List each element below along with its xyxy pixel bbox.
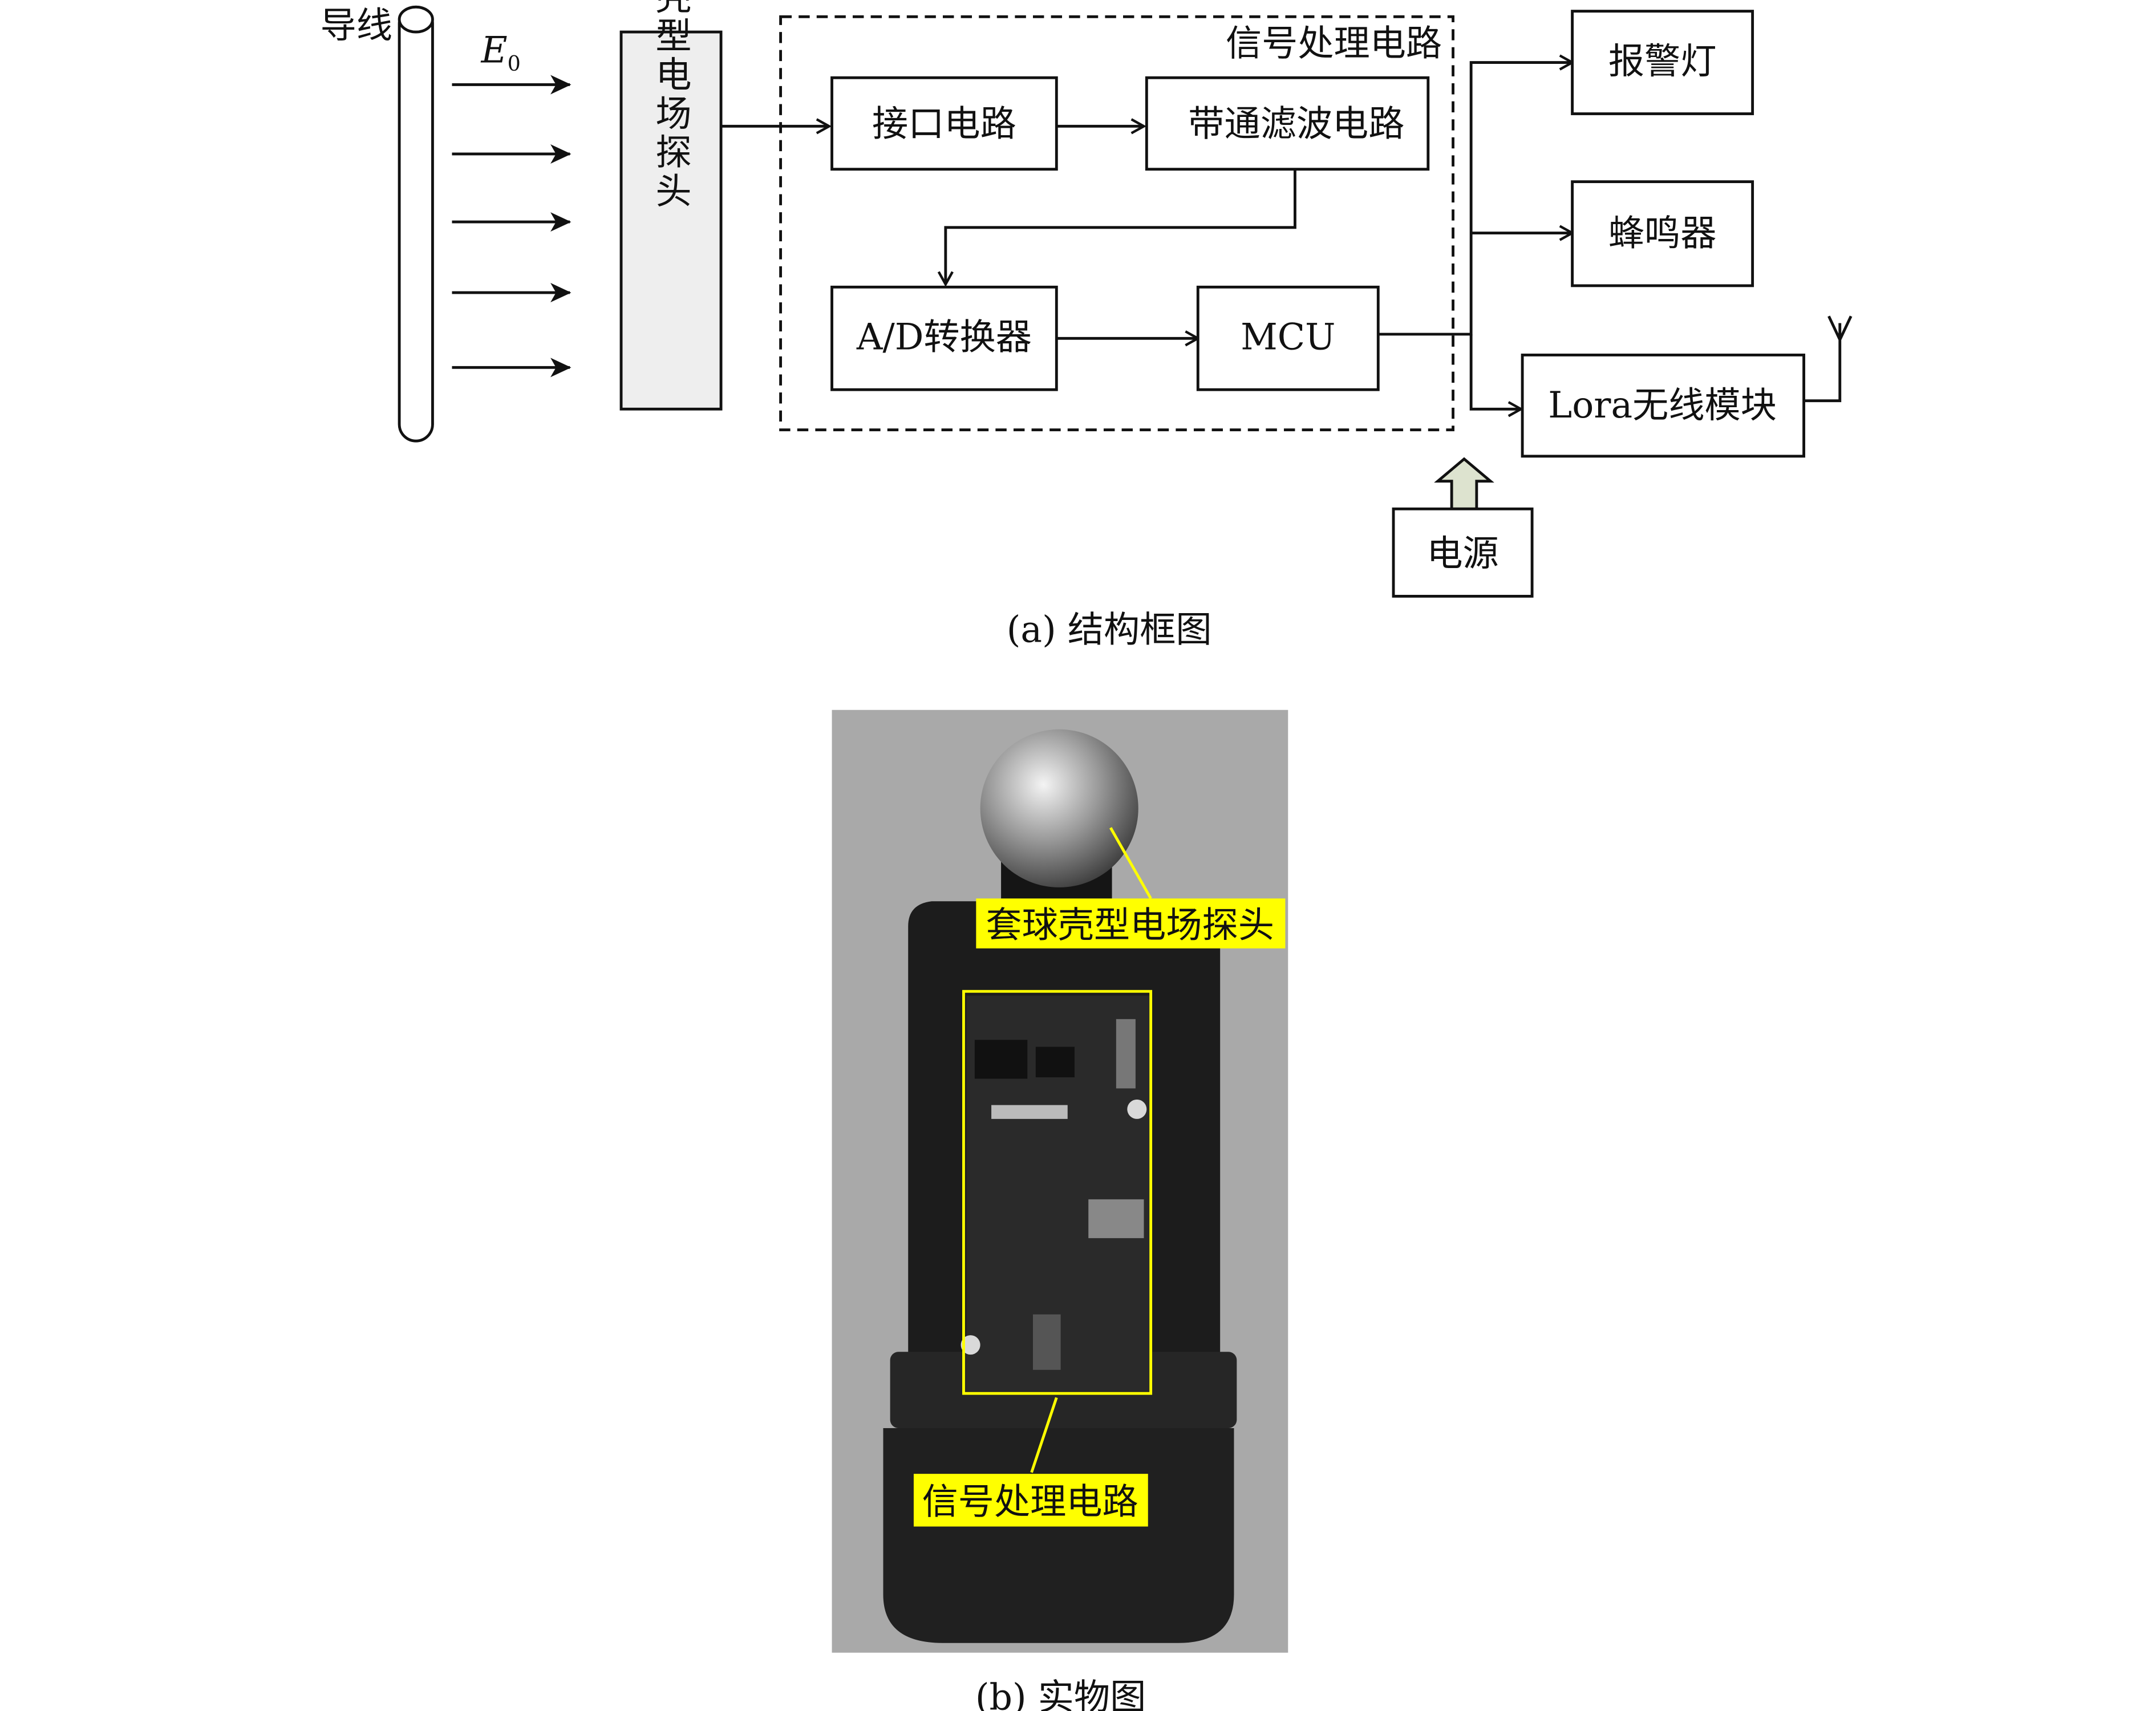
field-label: E0 <box>481 29 521 76</box>
circuit-callout-line <box>1030 1397 1058 1473</box>
probe-callout-box <box>976 898 1286 948</box>
adc-label: A/D转换器 <box>856 316 1032 358</box>
alarm-light-block <box>1571 10 1754 115</box>
lora-label: Lora无线模块 <box>1548 384 1777 426</box>
adc-block <box>830 285 1058 391</box>
bandpass-to-adc-arrow <box>937 169 1296 287</box>
device-base <box>883 1428 1234 1643</box>
probe-block <box>619 30 723 411</box>
pcb-components <box>961 1019 1147 1370</box>
signal-group-label: 信号处理电路 <box>1226 22 1442 64</box>
lora-block <box>1521 354 1805 458</box>
block-diagram: 导线 E0 套球壳型电场探头 信号处理电路 接口电路 带通滤波电路 A/D转换器… <box>321 0 1853 651</box>
conductor-top <box>398 5 434 34</box>
device-photo: 套球壳型电场探头 信号处理电路 <box>832 709 1288 1653</box>
probe-callout-label: 套球壳型电场探头 <box>986 903 1274 946</box>
buzzer-label: 蜂鸣器 <box>1608 212 1717 254</box>
bandpass-block <box>1145 76 1430 171</box>
antenna-icon <box>1804 315 1853 403</box>
caption-a: (a) 结构框图 <box>1007 609 1212 651</box>
probe-label: 套球壳型电场探头 <box>650 0 692 211</box>
mcu-output-arrows <box>1378 54 1575 417</box>
interface-block <box>830 76 1058 171</box>
bandpass-label: 带通滤波电路 <box>1188 102 1404 144</box>
mcu-label: MCU <box>1241 316 1335 358</box>
conductor-label: 导线 <box>321 4 392 46</box>
caption-b: (b) 实物图 <box>975 1676 1146 1711</box>
buzzer-block <box>1571 180 1754 287</box>
field-arrows <box>452 75 572 378</box>
mcu-block <box>1196 285 1380 391</box>
probe-callout-line <box>1109 827 1152 899</box>
circuit-callout-box <box>913 1474 1148 1527</box>
power-block <box>1392 507 1534 598</box>
signal-processing-group <box>779 15 1454 432</box>
alarm-light-label: 报警灯 <box>1608 40 1717 82</box>
circuit-highlight-box <box>962 990 1153 1395</box>
probe-sphere <box>980 729 1138 887</box>
conductor-shape <box>398 5 434 443</box>
circuit-callout-label: 信号处理电路 <box>922 1481 1138 1523</box>
power-label: 电源 <box>1426 532 1498 574</box>
interface-label: 接口电路 <box>872 102 1016 144</box>
power-arrow-icon <box>1434 457 1494 510</box>
